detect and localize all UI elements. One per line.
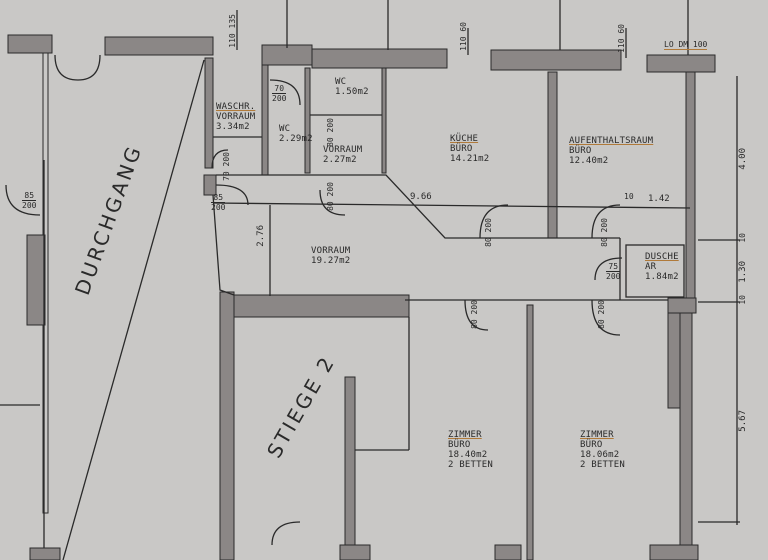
room-label-dusche: DUSCHE AR 1.84m2 xyxy=(645,252,679,282)
room-label-zimmer2: ZIMMER BÜRO 18.06m2 2 BETTEN xyxy=(580,430,625,470)
room-area: 14.21m2 xyxy=(450,154,490,164)
room-name: AUFENTHALTSRAUM xyxy=(569,136,654,146)
room-name: ZIMMER xyxy=(580,430,614,440)
window-height: 60 xyxy=(617,24,626,34)
room-label-waschr: WASCHR. VORRAUM 3.34m2 xyxy=(216,102,255,132)
room-name: KÜCHE xyxy=(450,134,479,144)
door-width: 80 xyxy=(326,137,335,147)
thin-lines xyxy=(0,0,740,560)
room-use: BÜRO xyxy=(448,440,471,450)
room-name: VORRAUM xyxy=(311,246,351,256)
door-width: 80 xyxy=(600,237,609,247)
door-height: 200 xyxy=(211,203,226,212)
window-sill: 110 xyxy=(617,38,626,53)
door-tag: 80 200 xyxy=(326,182,335,211)
dimension-small: 10 xyxy=(738,295,747,305)
door-width: 85 xyxy=(22,191,37,201)
dimension-right-400: 4.00 xyxy=(738,148,748,170)
dimension-width: 2.76 xyxy=(256,225,266,247)
walls xyxy=(7,34,716,560)
room-area: 18.40m2 xyxy=(448,450,488,460)
room-use: VORRAUM xyxy=(216,112,256,122)
room-use: AR xyxy=(645,262,657,272)
door-tag: 70 200 xyxy=(222,152,231,181)
room-label-wc1: WC 2.29m2 xyxy=(279,124,313,144)
window-height: 135 xyxy=(228,14,237,29)
door-height: 200 xyxy=(484,218,493,233)
door-height: 200 xyxy=(597,300,606,315)
door-tag: 80 200 xyxy=(484,218,493,247)
door-tag: 80 200 xyxy=(470,300,479,329)
room-label-wc2: WC 1.50m2 xyxy=(335,77,369,97)
room-label-aufenthalt: AUFENTHALTSRAUM BÜRO 12.40m2 xyxy=(569,136,653,166)
dimension-small: 10 xyxy=(738,233,747,243)
room-beds: 2 BETTEN xyxy=(580,460,625,470)
room-area: 1.50m2 xyxy=(335,87,369,97)
room-name: ZIMMER xyxy=(448,430,482,440)
door-height: 200 xyxy=(606,272,621,281)
door-width: 70 xyxy=(222,171,231,181)
room-use: BÜRO xyxy=(569,146,592,156)
door-width: 80 xyxy=(597,319,606,329)
window-tag: 110 135 xyxy=(228,14,237,48)
door-width: 75 xyxy=(606,262,621,272)
door-height: 200 xyxy=(222,152,231,167)
door-tag: 80 200 xyxy=(600,218,609,247)
room-name: WC xyxy=(279,124,291,134)
door-width: 70 xyxy=(272,84,287,94)
window-tag: 110 60 xyxy=(617,24,626,53)
dimension-length: 9.66 xyxy=(410,192,432,202)
dimension-right-130: 1.30 xyxy=(738,261,748,283)
window-height: 60 xyxy=(459,22,468,32)
door-width: 80 xyxy=(484,237,493,247)
room-name: WASCHR. xyxy=(216,102,256,112)
door-width: 80 xyxy=(470,319,479,329)
room-use: BÜRO xyxy=(580,440,603,450)
door-height: 200 xyxy=(470,300,479,315)
window-sill: 110 xyxy=(228,33,237,48)
room-use: BÜRO xyxy=(450,144,473,154)
dimension-right-567: 5.67 xyxy=(738,410,748,432)
room-beds: 2 BETTEN xyxy=(448,460,493,470)
room-area: 19.27m2 xyxy=(311,256,351,266)
room-area: 3.34m2 xyxy=(216,122,250,132)
room-label-vorraum-small: VORRAUM 2.27m2 xyxy=(323,145,362,165)
door-tag: 80 200 xyxy=(597,300,606,329)
dimension-dusche: 1.42 xyxy=(648,194,670,204)
door-tag: 80 200 xyxy=(326,118,335,147)
room-area: 12.40m2 xyxy=(569,156,609,166)
door-height: 200 xyxy=(600,218,609,233)
door-width: 85 xyxy=(211,193,226,203)
window-sill: 110 xyxy=(459,36,468,51)
room-name: VORRAUM xyxy=(323,145,363,155)
room-label-vorraum-main: VORRAUM 19.27m2 xyxy=(311,246,350,266)
room-label-kueche: KÜCHE BÜRO 14.21m2 xyxy=(450,134,489,164)
room-area: 18.06m2 xyxy=(580,450,620,460)
door-height: 200 xyxy=(272,94,287,103)
door-width: 80 xyxy=(326,201,335,211)
room-area: 2.29m2 xyxy=(279,134,313,144)
room-label-zimmer1: ZIMMER BÜRO 18.40m2 2 BETTEN xyxy=(448,430,493,470)
room-name: DUSCHE xyxy=(645,252,679,262)
window-tag: 110 60 xyxy=(459,22,468,51)
room-name: WC xyxy=(335,77,347,87)
room-area: 1.84m2 xyxy=(645,272,679,282)
room-area: 2.27m2 xyxy=(323,155,357,165)
scale-stamp: LO DM 100 xyxy=(664,40,708,50)
dimension-small: 10 xyxy=(624,192,634,201)
door-height: 200 xyxy=(326,182,335,197)
door-height: 200 xyxy=(22,201,37,210)
door-height: 200 xyxy=(326,118,335,133)
